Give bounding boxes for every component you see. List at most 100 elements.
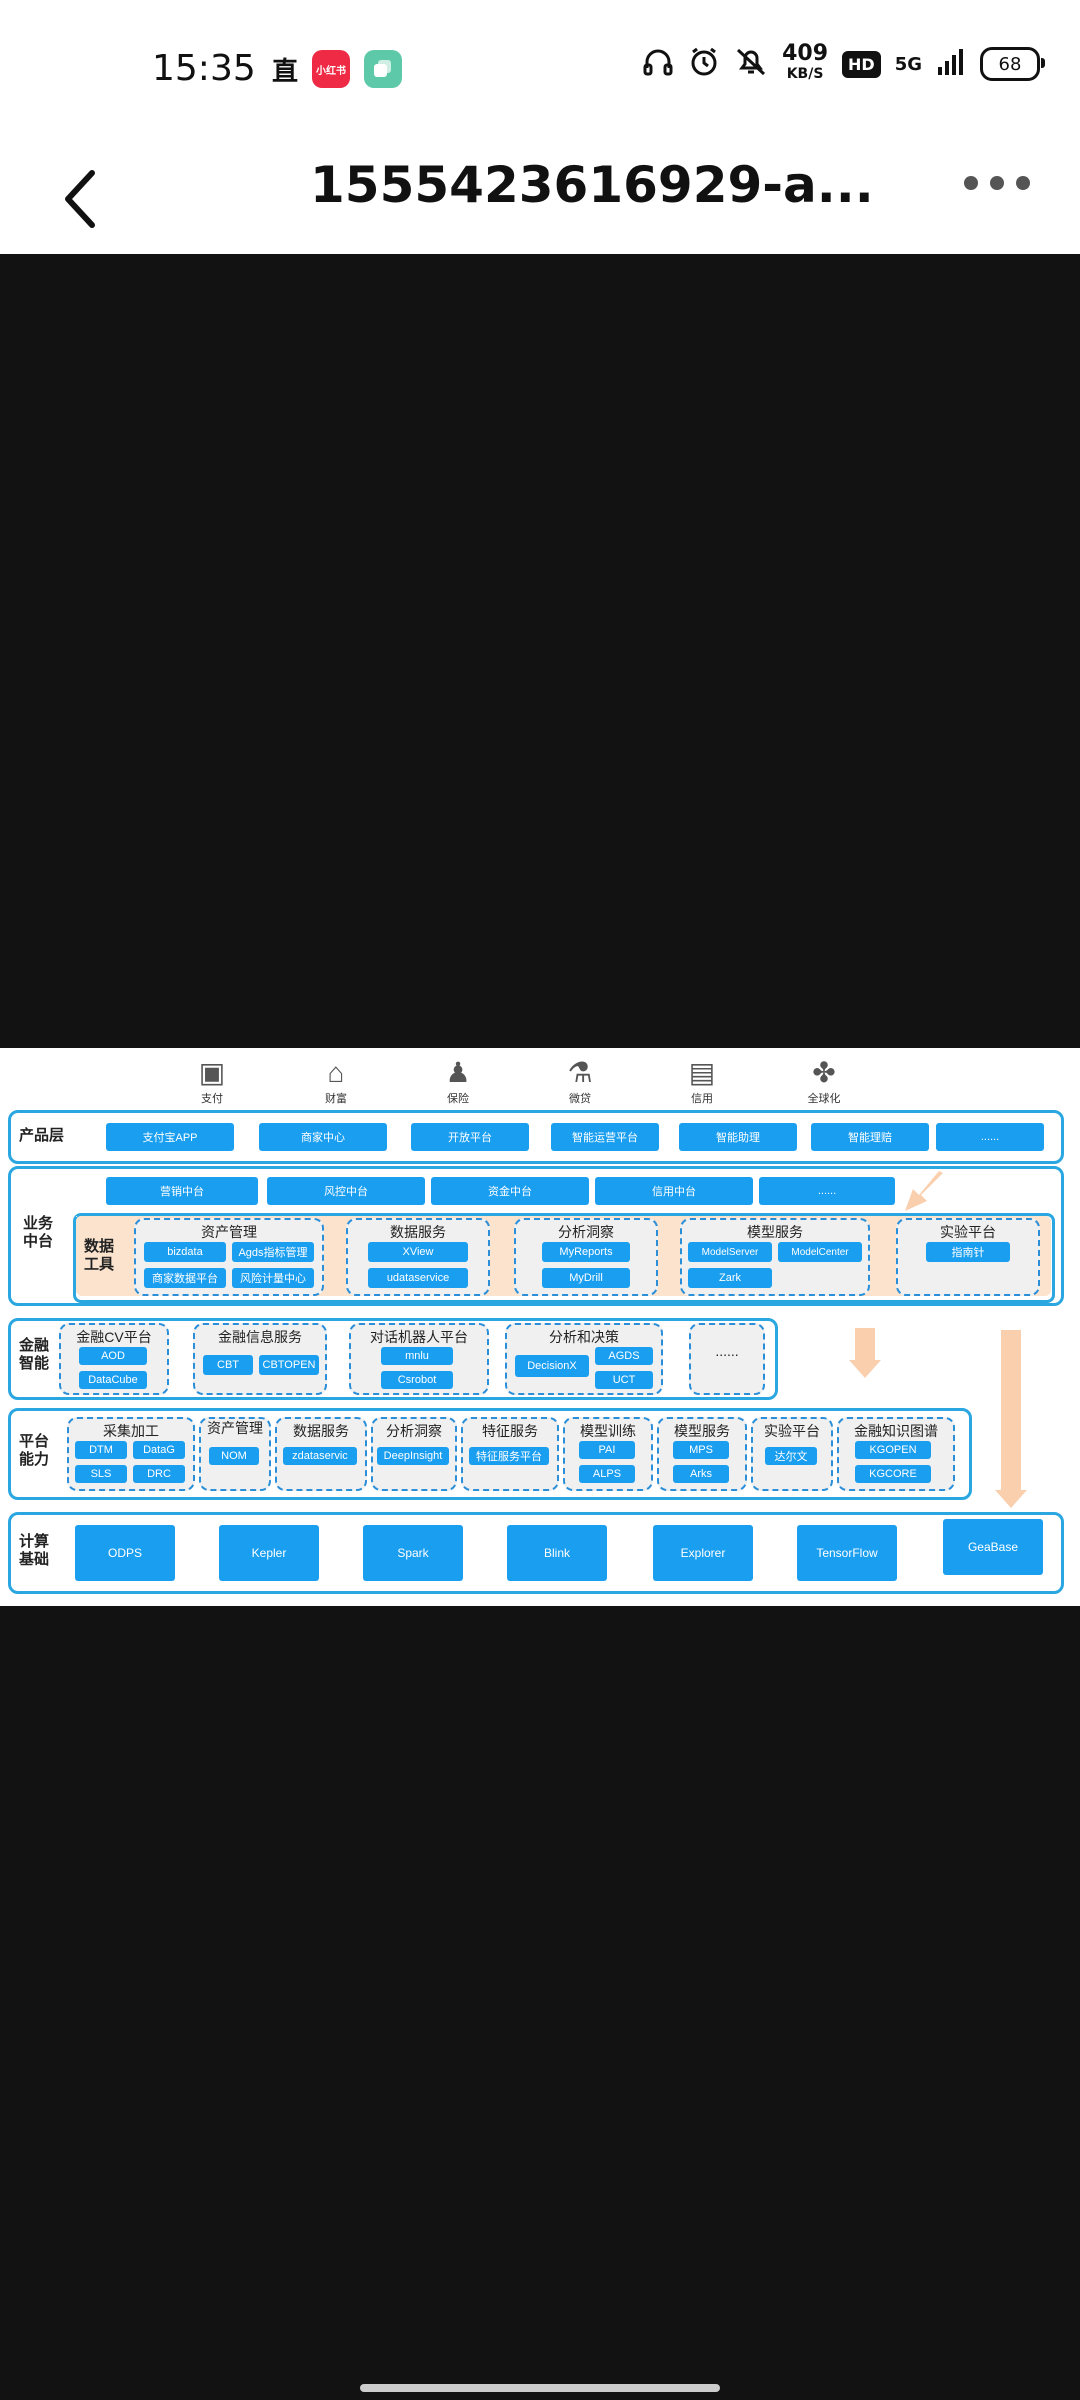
product-layer: 产品层 支付宝APP 商家中心 开放平台 智能运营平台 智能助理 智能理赔 ..… xyxy=(8,1110,1064,1164)
signal-icon xyxy=(936,47,966,81)
group-experiment-platform: 实验平台 指南针 xyxy=(896,1218,1040,1296)
finance-layer: 金融 智能 金融CV平台 AOD DataCube 金融信息服务 CBT CBT… xyxy=(8,1318,778,1400)
compute-item: Blink xyxy=(507,1525,607,1581)
group-item: DeepInsight xyxy=(377,1447,449,1465)
business-layer-label: 业务 中台 xyxy=(23,1215,54,1250)
down-arrow-shaft xyxy=(855,1328,875,1360)
group-title: 资产管理 xyxy=(201,1224,257,1240)
headphones-icon xyxy=(642,46,674,82)
group-item: DTM xyxy=(75,1441,127,1459)
group-item: ModelCenter xyxy=(778,1242,862,1262)
group-item: AGDS xyxy=(595,1347,653,1365)
group-item: CBT xyxy=(203,1355,253,1375)
home-indicator[interactable] xyxy=(360,2384,720,2392)
status-bar: 15:35 直 小红书 409 KB/S HD 5G 68 xyxy=(0,0,1080,140)
product-icon-label: 支付 xyxy=(201,1093,223,1105)
group-chatbot-platform: 对话机器人平台 mnlu Csrobot xyxy=(349,1323,489,1395)
product-icon-label: 财富 xyxy=(325,1093,347,1105)
group-title: 资产管理 xyxy=(207,1420,263,1436)
group-item: 达尔文 xyxy=(765,1447,817,1465)
battery-level: 68 xyxy=(998,53,1022,75)
group-item: 商家数据平台 xyxy=(144,1268,226,1288)
peach-bg xyxy=(76,1216,77,1217)
architecture-image[interactable]: ▣支付 ⌂财富 ♟保险 ⚗微贷 ▤信用 ✤全球化 产品层 支付宝APP 商家中心… xyxy=(0,1048,1080,1606)
group-feature-service: 特征服务 特征服务平台 xyxy=(461,1417,559,1491)
clover-icon: ✤ xyxy=(812,1057,836,1088)
compute-item: Explorer xyxy=(653,1525,753,1581)
group-data-service: 数据服务 XView udataservice xyxy=(346,1218,490,1296)
group-title: 金融知识图谱 xyxy=(854,1423,938,1439)
business-top-item: 营销中台 xyxy=(106,1177,258,1205)
product-icons-row: ▣支付 ⌂财富 ♟保险 ⚗微贷 ▤信用 ✤全球化 xyxy=(0,1056,1080,1106)
xiaohongshu-icon: 小红书 xyxy=(312,50,351,88)
product-item: 智能理赔 xyxy=(811,1123,929,1151)
down-arrow-icon xyxy=(849,1360,881,1378)
group-item: Arks xyxy=(673,1465,729,1483)
app-badge-label: 小红书 xyxy=(316,65,347,77)
group-title: 数据服务 xyxy=(390,1224,446,1240)
compute-item: ODPS xyxy=(75,1525,175,1581)
business-layer: 业务 中台 营销中台 风控中台 资金中台 信用中台 ...... 数据 工具 资… xyxy=(8,1166,1064,1306)
group-model-service: 模型服务 MPS Arks xyxy=(657,1417,747,1491)
flask-icon: ⚗ xyxy=(567,1057,593,1088)
product-item: ...... xyxy=(936,1123,1044,1151)
group-item: DRC xyxy=(133,1465,185,1483)
group-title: 采集加工 xyxy=(103,1423,159,1439)
group-item: XView xyxy=(368,1242,468,1262)
group-item: Agds指标管理 xyxy=(232,1242,314,1262)
group-experiment-platform: 实验平台 达尔文 xyxy=(751,1417,833,1491)
product-icon-wealth: ⌂财富 xyxy=(296,1056,376,1106)
platform-layer: 平台 能力 采集加工 DTM DataG SLS DRC 资产管理 NOM 数据… xyxy=(8,1408,972,1500)
more-dot-icon xyxy=(964,176,978,190)
product-icon-label: 保险 xyxy=(447,1093,469,1105)
group-title: 模型训练 xyxy=(580,1423,636,1439)
person-icon: ♟ xyxy=(445,1057,471,1088)
group-title: 金融信息服务 xyxy=(218,1329,302,1345)
finance-layer-label: 金融 智能 xyxy=(19,1337,50,1372)
group-item: 风险计量中心 xyxy=(232,1268,314,1288)
product-layer-label: 产品层 xyxy=(19,1127,65,1144)
group-item: MyReports xyxy=(542,1242,630,1262)
compute-item: Kepler xyxy=(219,1525,319,1581)
group-item: DataG xyxy=(133,1441,185,1459)
more-dot-icon xyxy=(1016,176,1030,190)
group-analysis-insight: 分析洞察 DeepInsight xyxy=(371,1417,457,1491)
product-icon-payment: ▣支付 xyxy=(172,1056,252,1106)
group-item: NOM xyxy=(209,1447,259,1465)
group-knowledge-graph: 金融知识图谱 KGOPEN KGCORE xyxy=(837,1417,955,1491)
group-item: bizdata xyxy=(144,1242,226,1262)
group-item: zdataservic xyxy=(283,1447,357,1465)
group-model-training: 模型训练 PAI ALPS xyxy=(563,1417,653,1491)
group-item: CBTOPEN xyxy=(259,1355,319,1375)
group-title: 实验平台 xyxy=(764,1423,820,1439)
group-item: DataCube xyxy=(79,1371,147,1389)
group-item: AOD xyxy=(79,1347,147,1365)
app-notification-icon xyxy=(364,50,403,88)
page-title: 1555423616929-a... xyxy=(310,156,874,214)
product-item: 支付宝APP xyxy=(106,1123,234,1151)
mute-icon xyxy=(734,46,768,82)
business-top-item: 信用中台 xyxy=(595,1177,753,1205)
group-asset-management: 资产管理 bizdata Agds指标管理 商家数据平台 风险计量中心 xyxy=(134,1218,324,1296)
group-item: KGCORE xyxy=(855,1465,931,1483)
compute-item: TensorFlow xyxy=(797,1525,897,1581)
group-item: Zark xyxy=(688,1268,772,1288)
group-title: 分析洞察 xyxy=(386,1423,442,1439)
product-icon-label: 全球化 xyxy=(807,1093,841,1105)
compute-layer-label: 计算 基础 xyxy=(19,1533,50,1568)
battery-icon: 68 xyxy=(980,47,1045,81)
product-icon-global: ✤ 全球化 xyxy=(784,1056,864,1106)
back-button[interactable] xyxy=(50,154,110,244)
title-bar: 1555423616929-a... xyxy=(0,140,1080,254)
group-item: SLS xyxy=(75,1465,127,1483)
more-options-button[interactable] xyxy=(964,176,1030,190)
group-title: 模型服务 xyxy=(747,1224,803,1240)
compute-layer: 计算 基础 ODPS Kepler Spark Blink Explorer T… xyxy=(8,1512,1064,1594)
data-tools-box: 数据 工具 资产管理 bizdata Agds指标管理 商家数据平台 风险计量中… xyxy=(73,1213,1055,1303)
network-speed: 409 KB/S xyxy=(782,43,828,84)
group-finance-cv: 金融CV平台 AOD DataCube xyxy=(59,1323,169,1395)
group-title: 分析洞察 xyxy=(558,1224,614,1240)
group-model-service: 模型服务 ModelServer ModelCenter Zark xyxy=(680,1218,870,1296)
group-item: KGOPEN xyxy=(855,1441,931,1459)
group-asset-management: 资产管理 NOM xyxy=(199,1417,271,1491)
